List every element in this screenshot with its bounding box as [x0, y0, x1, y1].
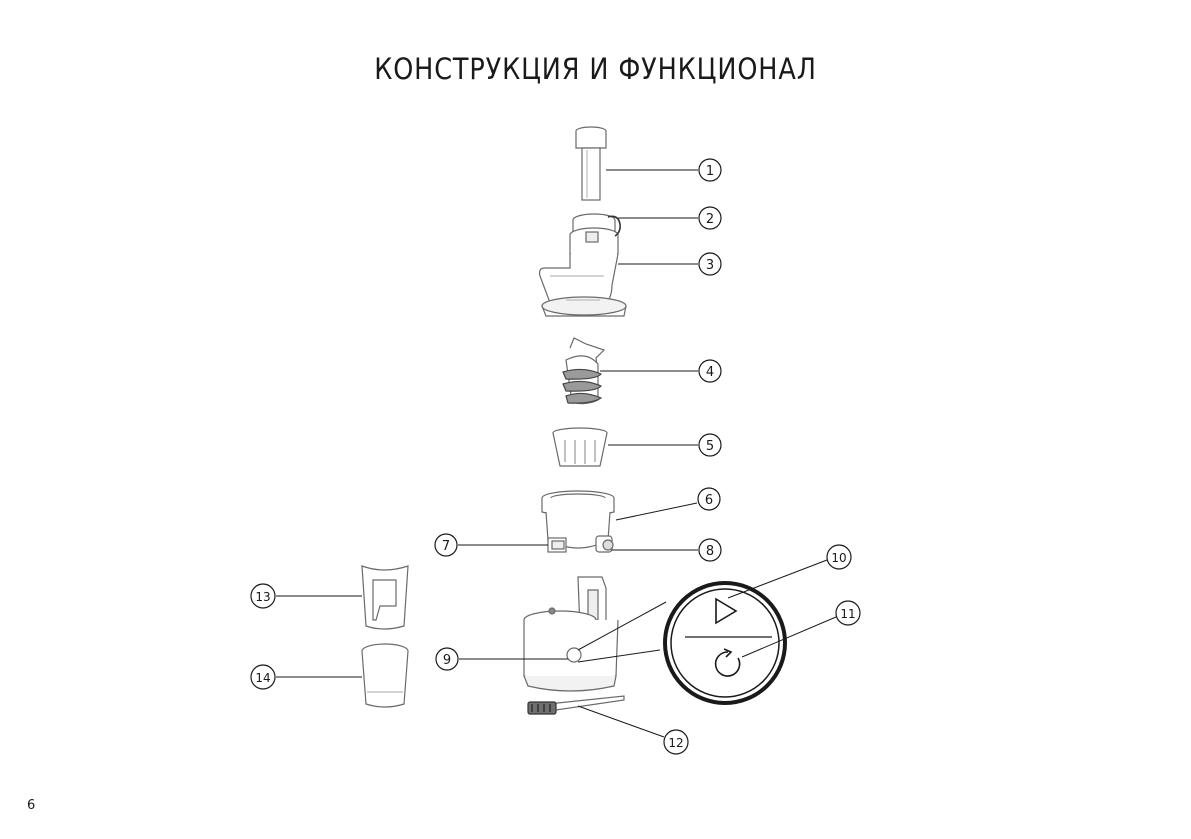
callout-1: 1	[699, 159, 721, 181]
callout-4: 4	[699, 360, 721, 382]
callout-14: 14	[251, 665, 275, 689]
callout-11: 11	[836, 601, 860, 625]
callout-6: 6	[698, 488, 720, 510]
svg-text:9: 9	[443, 653, 451, 668]
svg-text:2: 2	[706, 212, 714, 227]
svg-text:7: 7	[442, 539, 450, 554]
callout-10: 10	[827, 545, 851, 569]
svg-text:10: 10	[831, 551, 846, 565]
svg-text:11: 11	[840, 607, 855, 621]
svg-text:8: 8	[706, 544, 714, 559]
part-top-cover	[540, 214, 626, 316]
part-pusher	[576, 127, 606, 200]
svg-text:5: 5	[706, 439, 714, 454]
part-auger	[563, 338, 604, 404]
svg-text:1: 1	[706, 164, 714, 179]
callout-2: 2	[699, 207, 721, 229]
svg-text:4: 4	[706, 365, 714, 380]
svg-text:3: 3	[706, 258, 714, 273]
part-brush	[528, 696, 624, 714]
svg-text:12: 12	[668, 736, 683, 750]
callout-7: 7	[435, 534, 457, 556]
callout-5: 5	[699, 434, 721, 456]
callout-9: 9	[436, 648, 458, 670]
callout-8: 8	[699, 539, 721, 561]
callout-13: 13	[251, 584, 275, 608]
callout-12: 12	[664, 730, 688, 754]
page-number: 6	[27, 798, 35, 813]
part-strainer	[553, 428, 607, 466]
callout-3: 3	[699, 253, 721, 275]
svg-text:6: 6	[705, 493, 713, 508]
svg-text:13: 13	[255, 590, 270, 604]
part-juice-cup	[362, 644, 408, 707]
part-motor-base	[524, 577, 618, 691]
part-bowl	[542, 491, 614, 552]
part-pulp-cup	[362, 566, 408, 629]
svg-text:14: 14	[255, 671, 270, 685]
